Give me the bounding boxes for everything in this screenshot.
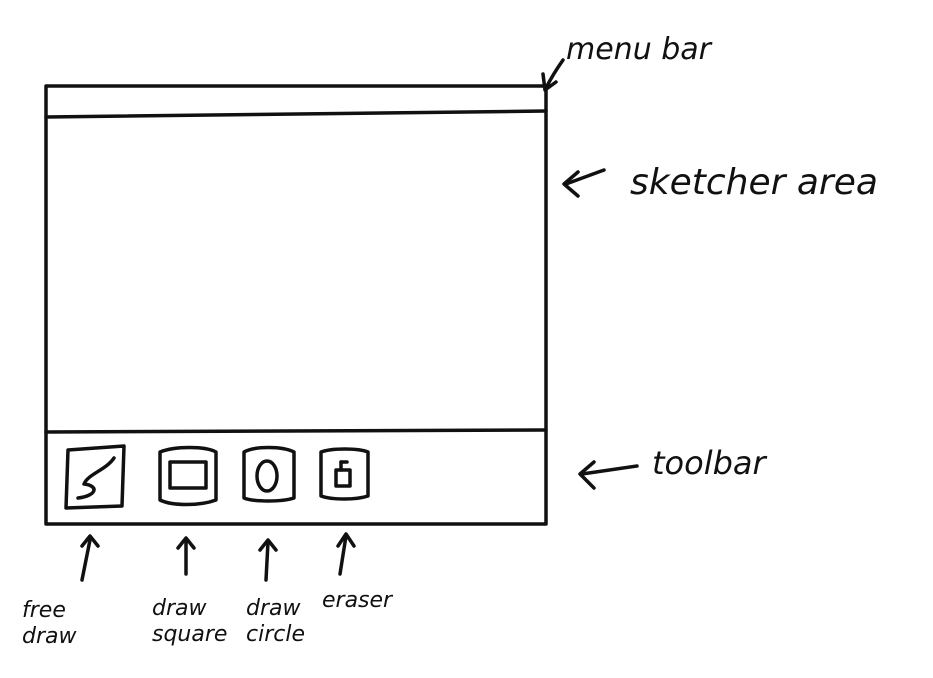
menu-bar-arrow (541, 58, 565, 92)
app-window-frame (44, 84, 548, 526)
free-draw-button[interactable] (64, 444, 126, 510)
draw-circle-arrow (258, 538, 278, 582)
menu-bar (44, 109, 548, 119)
sketch-area-arrow (562, 168, 606, 198)
free-draw-icon (76, 456, 116, 500)
draw-square-arrow (176, 536, 196, 576)
free-draw-arrow (80, 534, 100, 582)
draw-circle-label: draw circle (246, 596, 305, 647)
eraser-button[interactable] (319, 447, 370, 501)
eraser-icon (334, 460, 352, 488)
draw-circle-button[interactable] (242, 445, 296, 503)
sketch-area-label: sketcher area (630, 162, 878, 203)
toolbar-label: toolbar (652, 444, 766, 482)
eraser-arrow (336, 532, 356, 576)
draw-square-button[interactable] (158, 445, 218, 507)
draw-square-label: draw square (152, 596, 228, 647)
toolbar-divider (44, 428, 548, 434)
circle-icon (255, 459, 279, 493)
square-icon (168, 460, 208, 490)
menu-bar-label: menu bar (566, 32, 712, 67)
free-draw-label: free draw (22, 598, 77, 649)
toolbar-arrow (578, 460, 639, 490)
eraser-label: eraser (322, 588, 393, 613)
